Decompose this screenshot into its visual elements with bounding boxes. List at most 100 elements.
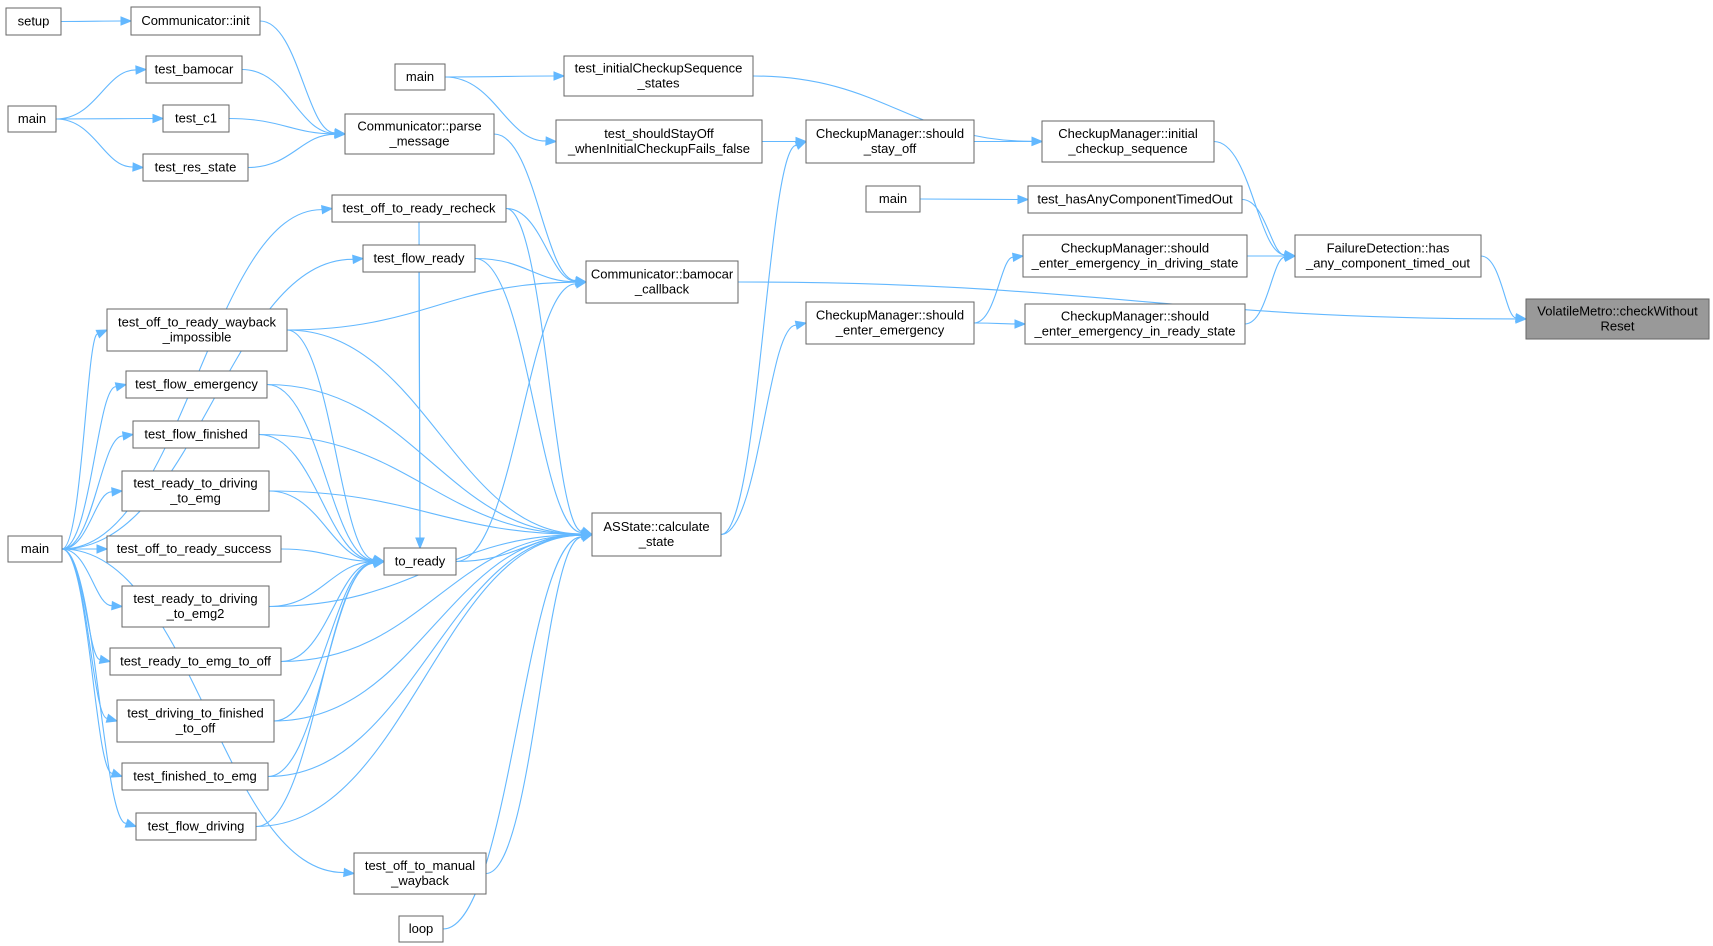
node-test_r2d_emg2[interactable]: test_ready_to_driving_to_emg2	[121, 585, 270, 628]
edge-comm_init-to-comm_parse	[259, 20, 347, 138]
edge-line	[61, 548, 108, 719]
node-main_c[interactable]: main	[865, 185, 921, 213]
node-to_ready[interactable]: to_ready	[383, 547, 457, 576]
node-comm_init[interactable]: Communicator::init	[130, 6, 261, 36]
edge-line	[258, 433, 583, 535]
node-test_bamocar[interactable]: test_bamocar	[145, 55, 243, 84]
edge-line	[720, 324, 797, 536]
arrow-head	[794, 320, 808, 330]
node-setup[interactable]: setup	[5, 7, 62, 36]
node-label: main	[879, 191, 907, 206]
edge-test_flow_emergency-to-to_ready	[266, 383, 386, 565]
node-label: Reset	[1601, 319, 1635, 334]
edge-test_r_emg_off-to-to_ready	[280, 557, 386, 663]
node-test_has_any[interactable]: test_hasAnyComponentTimedOut	[1027, 185, 1243, 214]
node-test_off_manual[interactable]: test_off_to_manual_wayback	[353, 852, 487, 895]
node-asstate_calc[interactable]: ASState::calculate_state	[591, 512, 722, 557]
arrow-head	[794, 140, 808, 150]
edge-line	[268, 490, 375, 562]
node-box	[106, 308, 288, 352]
node-test_r_emg_off[interactable]: test_ready_to_emg_to_off	[109, 647, 282, 676]
node-label: _any_component_timed_out	[1305, 256, 1470, 271]
arrow-head	[1515, 314, 1528, 324]
node-box	[805, 301, 975, 345]
node-test_r2d_emg[interactable]: test_ready_to_driving_to_emg	[121, 470, 270, 512]
arrow-head	[121, 431, 135, 441]
node-main_b[interactable]: main	[394, 63, 446, 91]
node-test_d_fin_off[interactable]: test_driving_to_finished_to_off	[116, 699, 275, 743]
node-test_initial[interactable]: test_initialCheckupSequence_states	[563, 55, 754, 97]
edge-line	[493, 133, 577, 282]
node-test_off_recheck[interactable]: test_off_to_ready_recheck	[331, 194, 507, 223]
edge-main_c-to-test_has_any	[919, 194, 1030, 205]
node-test_should_stay[interactable]: test_shouldStayOff_whenInitialCheckupFai…	[555, 119, 763, 164]
node-test_res_state[interactable]: test_res_state	[142, 153, 249, 182]
edge-line	[61, 548, 127, 824]
node-test_flow_finished[interactable]: test_flow_finished	[132, 420, 260, 449]
node-box	[1027, 185, 1243, 214]
edge-line	[61, 548, 114, 774]
node-box	[121, 585, 270, 628]
edge-main_a-to-test_c1	[55, 113, 165, 124]
node-test_c1[interactable]: test_c1	[162, 104, 230, 133]
node-box	[1294, 234, 1482, 278]
arrow-head	[1284, 252, 1297, 262]
node-test_flow_emergency[interactable]: test_flow_emergency	[125, 370, 268, 399]
node-main_big[interactable]: main	[7, 535, 63, 563]
node-box	[142, 153, 249, 182]
node-box	[563, 55, 754, 97]
node-label: test_off_to_manual	[365, 858, 475, 873]
node-box	[865, 185, 921, 213]
node-label: test_driving_to_finished	[127, 706, 264, 721]
node-cm_emg_ready[interactable]: CheckupManager::should_enter_emergency_i…	[1024, 303, 1246, 345]
edge-line	[505, 207, 583, 532]
node-loop[interactable]: loop	[398, 915, 444, 943]
node-test_flow_driving[interactable]: test_flow_driving	[135, 812, 257, 841]
arrow-head	[135, 65, 148, 75]
node-comm_parse[interactable]: Communicator::parse_message	[344, 113, 495, 155]
edge-test_off_recheck-to-asstate_calc	[505, 207, 594, 536]
node-label: test_ready_to_driving	[133, 476, 257, 491]
edge-line	[286, 329, 375, 560]
node-comm_bamocar[interactable]: Communicator::bamocar_callback	[585, 260, 739, 304]
edge-line	[268, 490, 583, 535]
edge-line	[1480, 255, 1517, 319]
edge-main_big-to-test_r2d_emg	[61, 487, 124, 550]
node-label: test_c1	[175, 111, 217, 126]
node-cm_emg_driving[interactable]: CheckupManager::should_enter_emergency_i…	[1022, 234, 1248, 278]
node-label: _to_emg	[169, 491, 221, 506]
node-cm_emg[interactable]: CheckupManager::should_enter_emergency	[805, 301, 975, 345]
edge-line	[61, 548, 101, 661]
node-test_off_success[interactable]: test_off_to_ready_success	[106, 535, 282, 563]
node-test_wayback_imp[interactable]: test_off_to_ready_wayback_impossible	[106, 308, 288, 352]
edge-line	[61, 258, 354, 550]
edge-line	[241, 68, 336, 134]
node-label: _wayback	[390, 873, 449, 888]
edge-line	[444, 75, 555, 78]
edge-line	[61, 491, 113, 550]
node-box	[353, 852, 487, 895]
arrow-head	[120, 16, 133, 26]
node-box	[125, 370, 268, 399]
node-cm_initial[interactable]: CheckupManager::initial_checkup_sequence	[1041, 120, 1215, 163]
edge-main_big-to-test_flow_driving	[61, 548, 138, 828]
node-test_flow_ready[interactable]: test_flow_ready	[362, 244, 476, 273]
node-label: main	[21, 541, 49, 556]
node-label: main	[406, 69, 434, 84]
node-main_a[interactable]: main	[7, 105, 57, 133]
node-test_fin_emg[interactable]: test_finished_to_emg	[121, 762, 269, 791]
node-cm_stay_off[interactable]: CheckupManager::should_stay_off	[805, 119, 975, 164]
node-box	[135, 812, 257, 841]
arrow-head	[111, 487, 124, 497]
edge-line	[61, 548, 113, 607]
node-fd_has_any[interactable]: FailureDetection::has_any_component_time…	[1294, 234, 1482, 278]
arrow-head	[110, 768, 124, 778]
edge-line	[228, 117, 336, 135]
node-label: test_flow_ready	[373, 251, 465, 266]
arrow-head	[132, 162, 145, 172]
node-box	[109, 647, 282, 676]
edge-asstate_calc-to-cm_stay_off	[720, 140, 808, 536]
edge-line	[266, 383, 583, 535]
node-label: Communicator::bamocar	[591, 267, 734, 282]
